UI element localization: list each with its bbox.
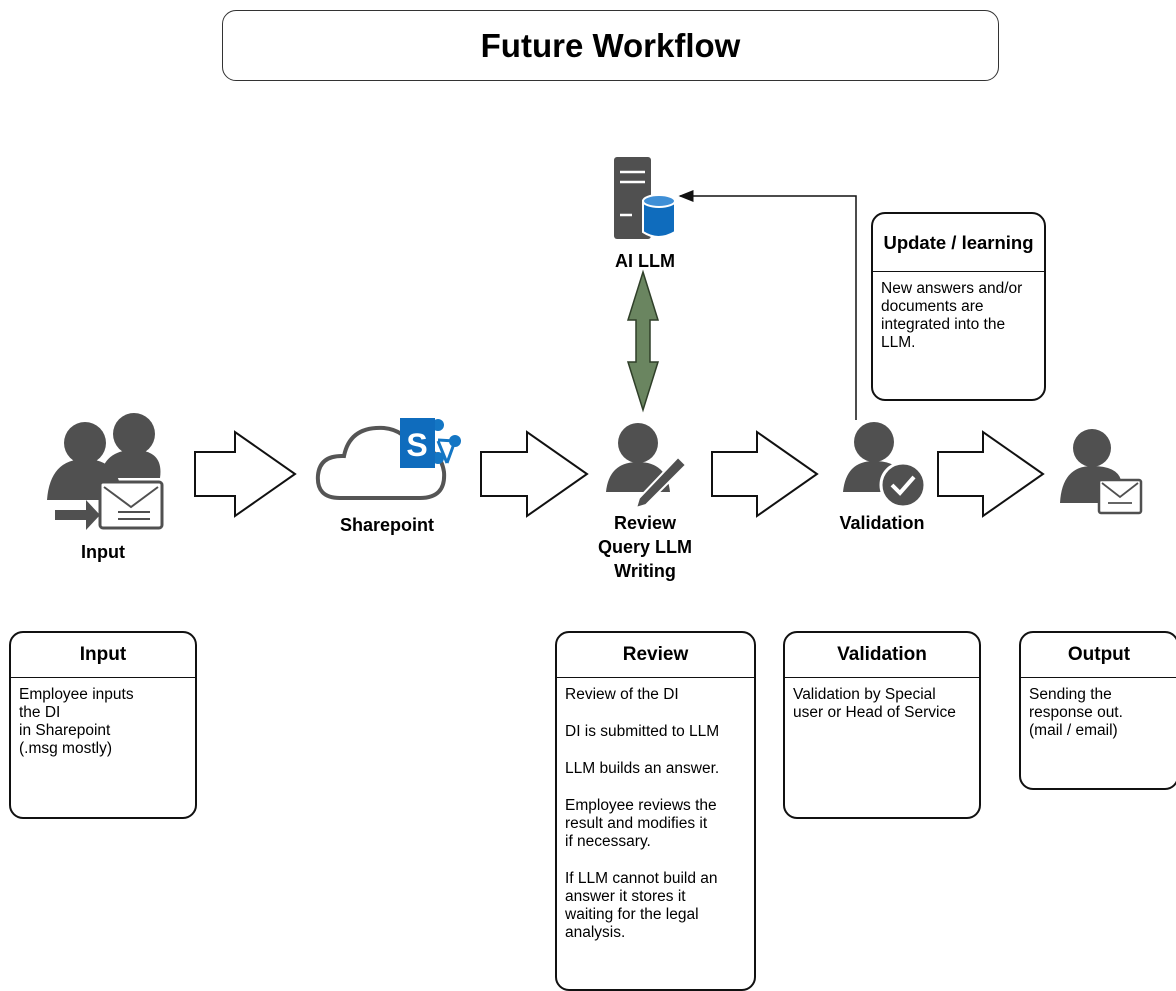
card-text: New answers and/or documents are integra… bbox=[881, 280, 1023, 351]
output-card: Output Sending the response out. (mail /… bbox=[1019, 631, 1176, 790]
card-title: Update / learning bbox=[873, 214, 1044, 272]
card-title: Output bbox=[1021, 633, 1176, 678]
user-check-icon bbox=[843, 422, 927, 509]
card-text: Employee inputs the DI in Sharepoint (.m… bbox=[19, 686, 134, 757]
card-text: Review of the DI bbox=[565, 686, 679, 703]
sync-arrow-llm-review bbox=[626, 269, 660, 413]
review-label-line: Query LLM bbox=[597, 537, 693, 557]
flow-arrow-input-to-sharepoint bbox=[194, 430, 297, 518]
card-text: Validation by Special user or Head of Se… bbox=[793, 686, 956, 721]
svg-text:S: S bbox=[406, 427, 427, 463]
review-node-label: Review Query LLM Writing bbox=[598, 511, 692, 583]
review-label-line: Review bbox=[613, 513, 677, 533]
card-text: DI is submitted to LLM bbox=[565, 723, 720, 740]
validation-node-label: Validation bbox=[839, 513, 925, 533]
card-body: Sending the response out. (mail / email) bbox=[1021, 678, 1176, 740]
card-title: Review bbox=[557, 633, 754, 678]
user-pen-icon bbox=[606, 423, 688, 510]
validation-card: Validation Validation by Special user or… bbox=[783, 631, 981, 819]
sharepoint-cloud-icon: S bbox=[315, 418, 461, 500]
card-text: Employee reviews the result and modifies… bbox=[565, 797, 717, 850]
card-text: If LLM cannot build an answer it stores … bbox=[565, 870, 718, 941]
input-node-label: Input bbox=[81, 542, 125, 562]
feedback-connector bbox=[678, 190, 857, 420]
card-text: Sending the response out. (mail / email) bbox=[1029, 686, 1123, 739]
card-title: Validation bbox=[785, 633, 979, 678]
card-body: Validation by Special user or Head of Se… bbox=[785, 678, 979, 722]
card-body: Employee inputs the DI in Sharepoint (.m… bbox=[11, 678, 195, 758]
review-label-line: Writing bbox=[614, 561, 676, 581]
users-mail-icon bbox=[47, 413, 164, 530]
update-learning-card: Update / learning New answers and/or doc… bbox=[871, 212, 1046, 401]
review-card: Review Review of the DI DI is submitted … bbox=[555, 631, 756, 991]
card-text: LLM builds an answer. bbox=[565, 760, 720, 777]
user-mail-icon bbox=[1060, 429, 1143, 515]
server-database-icon bbox=[614, 157, 676, 239]
card-body: New answers and/or documents are integra… bbox=[873, 272, 1044, 352]
flow-arrow-review-to-validation bbox=[711, 430, 819, 518]
input-card: Input Employee inputs the DI in Sharepoi… bbox=[9, 631, 197, 819]
diagram-title: Future Workflow bbox=[222, 10, 999, 81]
ai-llm-label: AI LLM bbox=[615, 251, 675, 271]
sharepoint-label: Sharepoint bbox=[339, 515, 435, 535]
flow-arrow-sharepoint-to-review bbox=[480, 430, 589, 518]
card-title: Input bbox=[11, 633, 195, 678]
card-body: Review of the DI DI is submitted to LLM … bbox=[557, 678, 754, 942]
flow-arrow-validation-to-output bbox=[937, 430, 1045, 518]
